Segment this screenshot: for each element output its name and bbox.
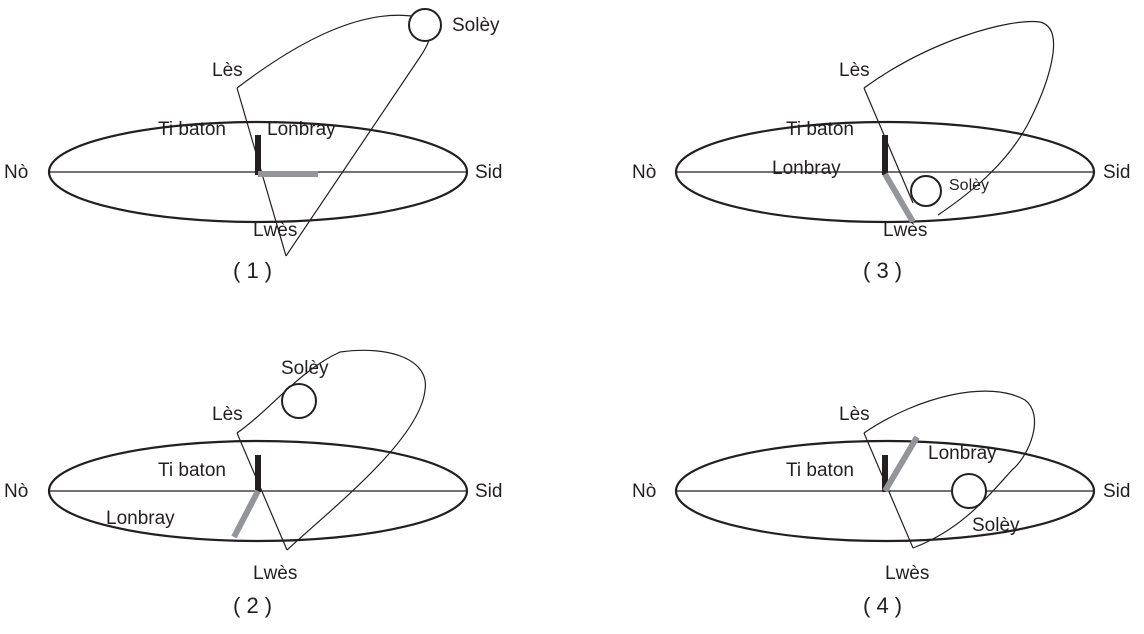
west-label: Lwès	[253, 220, 297, 241]
west-label: Lwès	[885, 563, 929, 584]
sun	[281, 383, 317, 419]
east-label: Lès	[839, 404, 870, 425]
sun-path-arc	[863, 20, 1055, 216]
shadow-label: Lonbray	[928, 443, 997, 464]
south-label: Sid	[475, 481, 502, 502]
panel-caption: ( 1 )	[233, 258, 272, 283]
panel-3: Nò Sid Lès Lwès Ti baton Lonbray Solèy (…	[632, 20, 1130, 283]
panel-caption: ( 3 )	[863, 258, 902, 283]
west-label: Lwès	[883, 220, 927, 241]
sun	[910, 175, 942, 207]
panel-caption: ( 4 )	[863, 593, 902, 618]
sun-path-arc	[863, 390, 1036, 549]
east-label: Lès	[839, 60, 870, 81]
shadow-label: Lonbray	[772, 158, 841, 179]
south-label: Sid	[1103, 481, 1130, 502]
sun-label: Solèy	[452, 15, 500, 36]
north-label: Nò	[632, 162, 656, 183]
stick-label: Ti baton	[786, 460, 854, 481]
shadow-label: Lonbray	[267, 119, 336, 140]
west-label: Lwès	[253, 563, 297, 584]
sun-label: Solèy	[281, 358, 329, 379]
sun-path-arc	[236, 349, 426, 551]
sun	[408, 8, 442, 42]
stick-label: Ti baton	[158, 460, 226, 481]
shadow	[231, 489, 261, 539]
east-label: Lès	[212, 404, 243, 425]
north-label: Nò	[4, 481, 28, 502]
panel-1: Nò Sid Lès Lwès Ti baton Lonbray Solèy (…	[4, 8, 502, 283]
north-label: Nò	[632, 481, 656, 502]
sun-label: Solèy	[972, 515, 1020, 536]
sun-label: Solèy	[949, 177, 989, 194]
east-label: Lès	[212, 60, 243, 81]
stick-label: Ti baton	[786, 119, 854, 140]
panel-2: Nò Sid Lès Lwès Ti baton Lonbray Solèy (…	[4, 349, 502, 618]
stick-label: Ti baton	[158, 119, 226, 140]
shadow	[882, 172, 916, 224]
north-label: Nò	[4, 162, 28, 183]
south-label: Sid	[1103, 162, 1130, 183]
panel-caption: ( 2 )	[233, 593, 272, 618]
south-label: Sid	[475, 162, 502, 183]
sun	[951, 473, 987, 509]
panel-4: Nò Sid Lès Lwès Ti baton Lonbray Solèy (…	[632, 390, 1130, 618]
shadow-label: Lonbray	[106, 508, 175, 529]
east-west-line	[863, 87, 914, 204]
shadow	[882, 435, 920, 493]
